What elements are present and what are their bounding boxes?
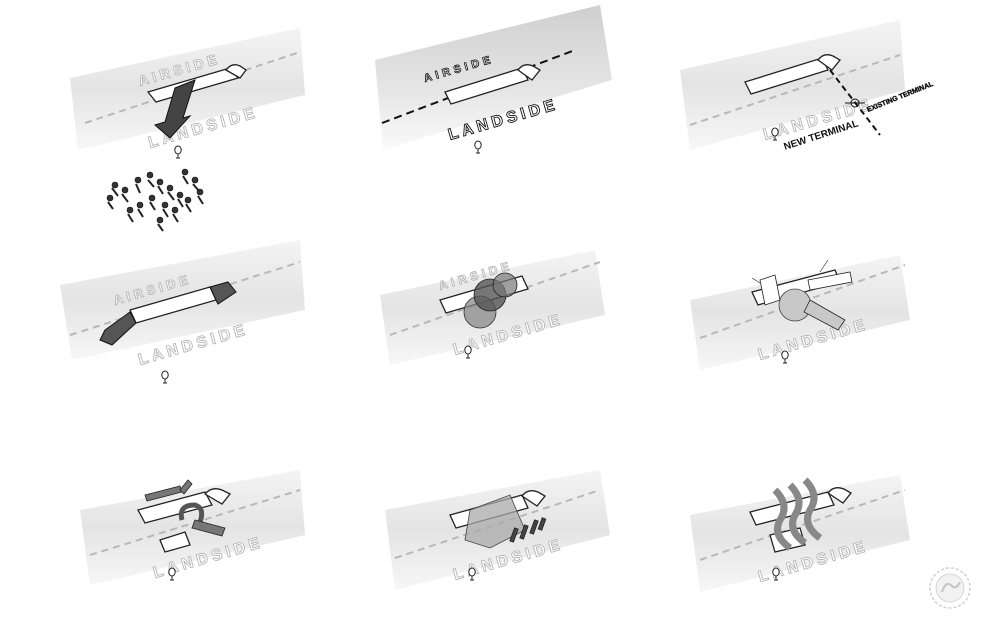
central-hub [778,288,812,322]
pin-icon [464,345,472,359]
wave-path-2 [787,482,808,546]
people-cluster [106,168,204,232]
terminal-annex [521,490,546,507]
lower-bar [191,519,226,537]
pin-icon [161,370,169,384]
terminal-annex [203,488,232,505]
terminal-building [137,491,213,524]
wave-path-3 [802,477,823,541]
right-extension-arrow [209,281,237,305]
upper-arm [807,271,853,291]
panel-5: AIRSIDE LANDSIDE [380,250,605,365]
arrow-shape [153,79,196,139]
ground-band [680,20,905,150]
connector-head [179,479,193,495]
zone-circle-right [492,272,518,298]
wave-path-1 [772,487,793,551]
terminal-annex [517,64,541,81]
column-markers [509,517,547,543]
terminal-annex [225,64,247,79]
panel-9: LANDSIDE [690,475,910,592]
pin-icon [174,145,182,159]
watermark-logo [929,567,971,609]
curved-path [178,502,205,523]
panel-3: LANDSIDE NEW TERMINAL EXISTING TERMINAL [680,20,935,153]
boundary-line [381,49,576,124]
right-arm [803,299,846,331]
pin-icon [781,350,789,364]
terminal-annex [817,54,841,71]
panel-7: LANDSIDE [80,470,305,585]
panel-4: AIRSIDE LANDSIDE [60,240,305,384]
pin-icon [168,567,176,581]
panel-2: AIRSIDE LANDSIDE [375,5,612,154]
terminal-building [444,67,529,105]
boundary-line [699,489,906,561]
terminal-annex [827,487,852,504]
pin-icon [474,140,482,154]
terminal-building [744,57,829,95]
callout-line-left [751,277,761,284]
panel-1: AIRSIDE LANDSIDE [70,28,305,232]
lower-block [159,531,191,553]
panel-8: LANDSIDE [385,470,610,590]
boundary-line [689,54,901,126]
left-wing [759,274,781,306]
overlay-zone [464,494,526,549]
callout-line-right [819,259,829,273]
left-extension-arrow [99,311,137,346]
panel-6: LANDSIDE [690,255,910,370]
